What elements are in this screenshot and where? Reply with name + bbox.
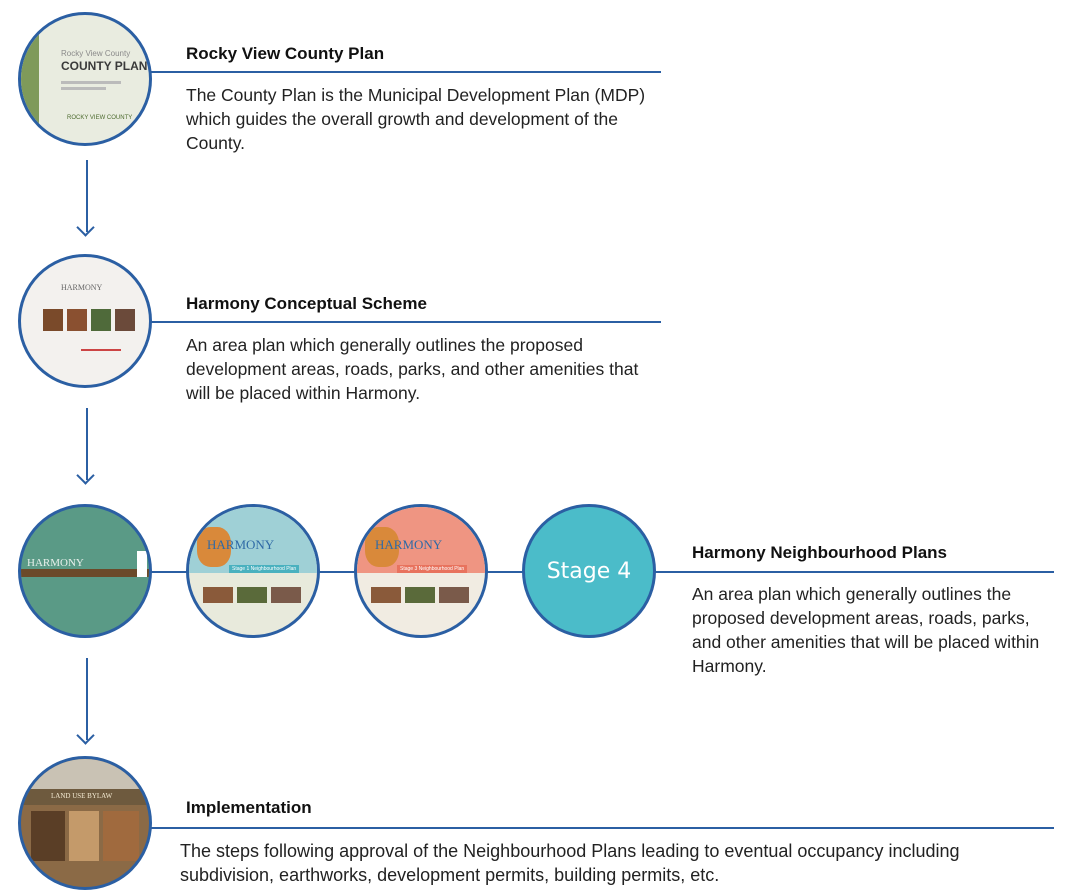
step-1-title: Rocky View County Plan <box>186 44 385 63</box>
step-1-description: The County Plan is the Municipal Develop… <box>186 85 646 153</box>
stage-3-thumbnail: HARMONY Stage 3 Neighbourhood Plan <box>354 504 488 638</box>
stage-2-thumbnail: HARMONY Stage 1 Neighbourhood Plan <box>186 504 320 638</box>
step-4-divider <box>150 827 1054 829</box>
stage-3-sub: Stage 3 Neighbourhood Plan <box>397 565 468 573</box>
step-4-title: Implementation <box>186 798 312 817</box>
step-1-divider <box>150 71 661 73</box>
step-2-title: Harmony Conceptual Scheme <box>186 294 427 313</box>
stage-2-sub: Stage 1 Neighbourhood Plan <box>229 565 300 573</box>
implementation-banner: LAND USE BYLAW <box>51 792 113 800</box>
stage-1-thumbnail: HARMONY <box>18 504 152 638</box>
stage-3-label: HARMONY <box>375 537 443 552</box>
conceptual-heading: HARMONY <box>61 283 103 292</box>
stage-4-circle: Stage 4 <box>522 504 656 638</box>
step-2-description: An area plan which generally outlines th… <box>186 335 639 403</box>
conceptual-scheme-thumbnail: HARMONY <box>18 254 152 388</box>
arrow-down-icon <box>86 160 88 232</box>
implementation-thumbnail: LAND USE BYLAW <box>18 756 152 890</box>
stage-2-label: HARMONY <box>207 537 275 552</box>
county-plan-thumbnail: Rocky View County COUNTY PLAN ROCKY VIEW… <box>18 12 152 146</box>
county-plan-big-text: COUNTY PLAN <box>61 59 148 73</box>
arrow-down-icon <box>86 408 88 480</box>
step-3-title: Harmony Neighbourhood Plans <box>692 543 948 562</box>
county-plan-small-text: Rocky View County <box>61 49 131 58</box>
stage-1-label: HARMONY <box>27 557 84 569</box>
step-4-description: The steps following approval of the Neig… <box>180 841 960 885</box>
arrow-down-icon <box>86 658 88 740</box>
county-plan-org: ROCKY VIEW COUNTY <box>67 115 133 121</box>
step-3-description: An area plan which generally outlines th… <box>692 584 1040 676</box>
step-2-divider <box>150 321 661 323</box>
step-3-divider <box>656 571 1054 573</box>
